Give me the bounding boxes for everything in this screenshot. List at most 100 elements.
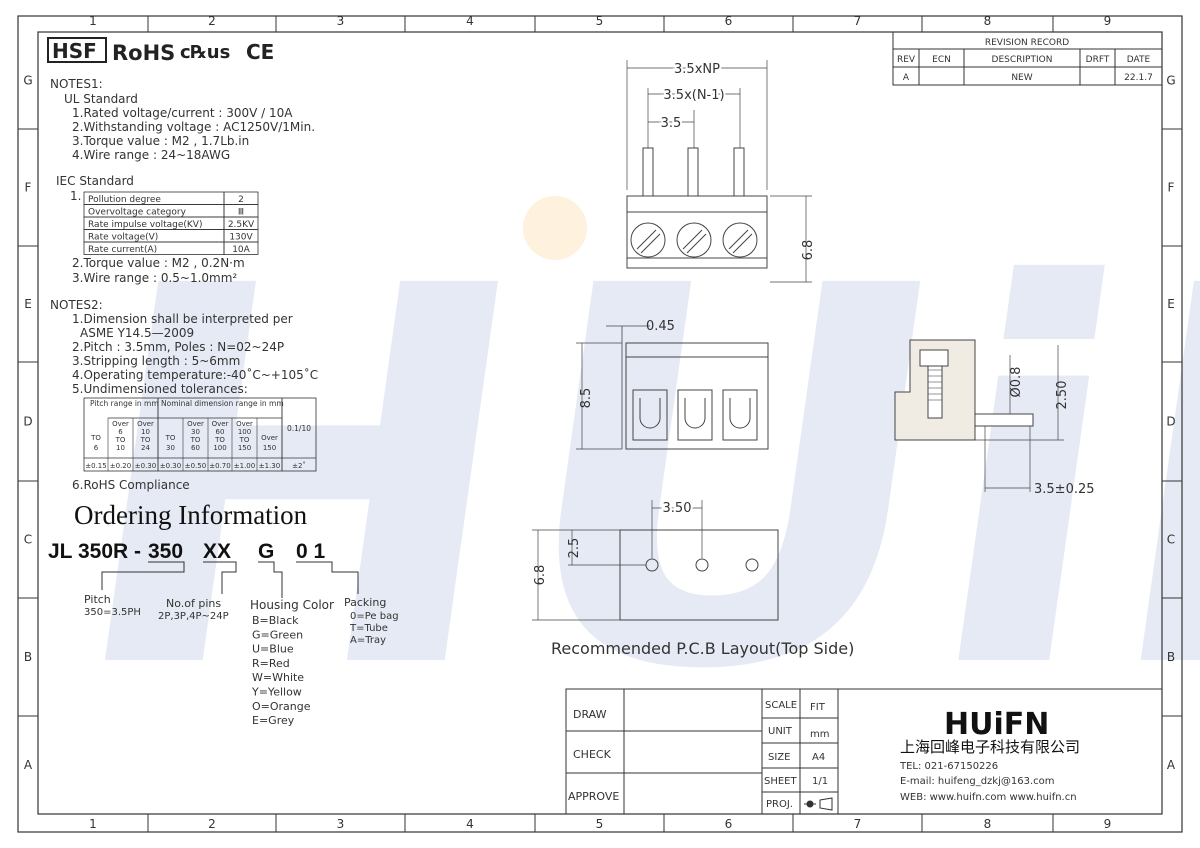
iec-param: Overvoltage category bbox=[88, 208, 187, 218]
revision-cell: A bbox=[903, 73, 910, 83]
company-name: 上海回峰电子科技有限公司 bbox=[900, 738, 1080, 756]
range-cell: TO bbox=[190, 436, 201, 444]
title-block-text: DRAW CHECK APPROVE SCALE FIT UNIT mm SIZ… bbox=[568, 700, 1080, 811]
company-web: WEB: www.huifn.com www.huifn.cn bbox=[900, 792, 1077, 803]
approve-label: APPROVE bbox=[568, 790, 619, 803]
sheet-value: 1/1 bbox=[812, 776, 828, 787]
range-cell: 100 bbox=[213, 444, 226, 452]
notes2: NOTES2: 1.Dimension shall be interpreted… bbox=[50, 298, 318, 492]
range-cell: 150 bbox=[263, 444, 276, 452]
column-label: 2 bbox=[208, 14, 216, 28]
screw-3 bbox=[722, 222, 758, 258]
size-label: SIZE bbox=[768, 752, 790, 763]
notes1-title: NOTES1: bbox=[50, 77, 103, 91]
notes2-item: 3.Stripping length : 5~6mm bbox=[72, 354, 240, 368]
row-label: E bbox=[1167, 297, 1175, 311]
range-cell: TO bbox=[214, 436, 225, 444]
row-label: E bbox=[24, 297, 32, 311]
range-cell: TO bbox=[165, 434, 176, 442]
pcb-hole-2 bbox=[695, 558, 709, 572]
side-section bbox=[894, 339, 1064, 492]
range-cell: 30 bbox=[166, 444, 175, 452]
range-cell: TO bbox=[90, 434, 101, 442]
color-option: G=Green bbox=[252, 628, 303, 641]
dim-pin-dia: Ø0.8 bbox=[1009, 367, 1024, 398]
dim-pin-height: 2.50 bbox=[1055, 381, 1070, 410]
column-label: 8 bbox=[984, 14, 992, 28]
ul-standard-title: UL Standard bbox=[64, 92, 138, 106]
column-label: 7 bbox=[854, 14, 862, 28]
dim-pitch: 3.5 bbox=[661, 116, 682, 131]
notes2-item: 2.Pitch : 3.5mm, Poles : N=02~24P bbox=[72, 340, 284, 354]
range-cell: 100 bbox=[238, 428, 251, 436]
range-cell: 60 bbox=[191, 444, 200, 452]
code-pins: XX bbox=[203, 540, 231, 563]
color-option: O=Orange bbox=[252, 700, 311, 713]
revision-header: ECN bbox=[932, 55, 951, 65]
tolerance-cell: ±0.15 bbox=[85, 462, 106, 470]
column-label: 5 bbox=[596, 817, 604, 831]
certifications: HSF RoHS c℞us CE bbox=[47, 37, 274, 65]
ul-item: 4.Wire range : 24~18AWG bbox=[72, 148, 230, 162]
top-view bbox=[626, 60, 812, 283]
row-label: A bbox=[1167, 758, 1176, 772]
column-label: 1 bbox=[89, 14, 97, 28]
range-cell: 30 bbox=[191, 428, 200, 436]
range-cell: Over bbox=[236, 420, 253, 428]
notes2-title: NOTES2: bbox=[50, 298, 103, 312]
revision-cell: NEW bbox=[1011, 73, 1032, 83]
iec-items: 2.Torque value : M2 , 0.2N·m3.Wire range… bbox=[72, 256, 245, 285]
row-label: D bbox=[23, 415, 32, 429]
packing-option: A=Tray bbox=[350, 635, 386, 646]
column-label: 2 bbox=[208, 817, 216, 831]
dim-thickness: 0.45 bbox=[646, 319, 675, 334]
title-block bbox=[565, 688, 1163, 815]
screw-1 bbox=[630, 222, 666, 258]
tolerance-cell: ±1.00 bbox=[234, 462, 255, 470]
iec-item: 2.Torque value : M2 , 0.2N·m bbox=[72, 256, 245, 270]
notes2-item: 1.Dimension shall be interpreted per bbox=[72, 312, 293, 326]
range-cell: Over bbox=[137, 420, 154, 428]
iec-param: Pollution degree bbox=[88, 195, 161, 205]
proj-label: PROJ. bbox=[766, 799, 793, 810]
company-tel: TEL: 021-67150226 bbox=[899, 761, 998, 772]
range-cell: 6 bbox=[118, 428, 123, 436]
ce-mark: CE bbox=[246, 40, 274, 64]
range-cell: Over bbox=[261, 434, 278, 442]
code-pitch: 350 bbox=[148, 540, 183, 563]
dim-np: 3.5xNP bbox=[674, 62, 720, 77]
range-cell: Over bbox=[187, 420, 204, 428]
row-label: G bbox=[23, 74, 32, 88]
row-label: C bbox=[1167, 533, 1175, 547]
column-label: 9 bbox=[1104, 14, 1112, 28]
notes1: NOTES1: UL Standard 1.Rated voltage/curr… bbox=[50, 77, 315, 285]
dim-height-front: 8.5 bbox=[579, 388, 594, 409]
iec-item1-prefix: 1. bbox=[70, 189, 81, 203]
column-label: 7 bbox=[854, 817, 862, 831]
scale-value: FIT bbox=[810, 702, 826, 713]
notes2-items: 1.Dimension shall be interpreted perASME… bbox=[72, 312, 318, 396]
pins-label: No.of pins bbox=[166, 597, 221, 610]
column-label: 8 bbox=[984, 817, 992, 831]
company-email: E-mail: huifeng_dzkj@163.com bbox=[900, 776, 1055, 787]
iec-value: 10A bbox=[232, 245, 250, 255]
revision-cell: 22.1.7 bbox=[1124, 73, 1153, 83]
row-label: D bbox=[1166, 415, 1175, 429]
company-logo: HUiFN bbox=[944, 707, 1049, 742]
pack-label: Packing bbox=[344, 596, 386, 609]
pcb-layout bbox=[532, 500, 779, 621]
revision-header: REV bbox=[897, 55, 916, 65]
pitch-value: 350=3.5PH bbox=[84, 607, 141, 618]
iec-param: Rate current(A) bbox=[88, 245, 157, 255]
color-label: Housing Color bbox=[250, 598, 334, 612]
nominal-range-header: Nominal dimension range in mm bbox=[161, 399, 284, 408]
front-view bbox=[576, 325, 769, 450]
range-cell: TO bbox=[140, 436, 151, 444]
revision-title: REVISION RECORD bbox=[985, 38, 1069, 48]
tolerance-cell: ±0.70 bbox=[209, 462, 230, 470]
range-cell: 24 bbox=[141, 444, 150, 452]
iec-item: 3.Wire range : 0.5~1.0mm² bbox=[72, 271, 237, 285]
